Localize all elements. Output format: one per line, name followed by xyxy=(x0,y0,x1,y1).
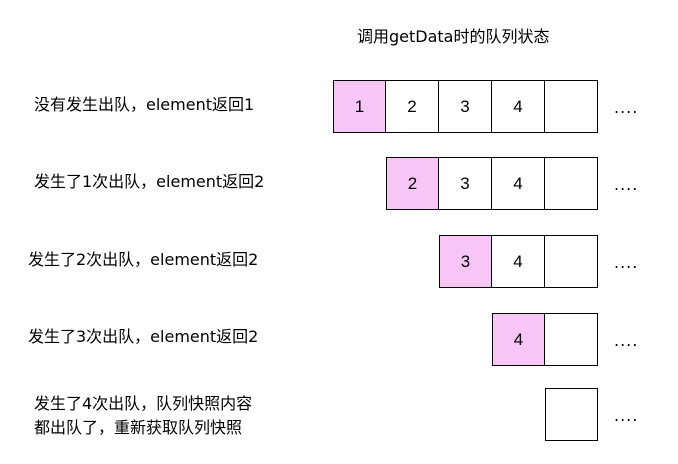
ellipsis: .... xyxy=(614,253,639,272)
queue-cell-head: 3 xyxy=(439,235,492,288)
queue-cell: 4 xyxy=(492,235,545,288)
queue-cell xyxy=(545,235,598,288)
row-label-line: 都出队了，重新获取队列快照 xyxy=(34,418,243,437)
diagram-title: 调用getData时的队列状态 xyxy=(357,27,550,46)
queue-cell xyxy=(545,313,598,366)
queue-cell xyxy=(545,157,598,210)
row-label: 发生了4次出队，队列快照内容都出队了，重新获取队列快照 xyxy=(34,392,252,440)
row-label: 没有发生出队，element返回1 xyxy=(34,93,254,117)
row-label-line: 没有发生出队，element返回1 xyxy=(34,95,255,114)
queue-cell-head: 1 xyxy=(333,80,386,133)
queue-cell: 2 xyxy=(386,80,439,133)
ellipsis: .... xyxy=(614,98,639,117)
row-label: 发生了2次出队，element返回2 xyxy=(28,248,258,272)
row-label-line: 发生了4次出队，队列快照内容 xyxy=(34,394,253,413)
row-label: 发生了1次出队，element返回2 xyxy=(34,170,264,194)
queue-cell: 4 xyxy=(492,80,545,133)
row-label-line: 发生了1次出队，element返回2 xyxy=(34,172,265,191)
row-label-line: 发生了3次出队，element返回2 xyxy=(28,327,259,346)
queue-cell xyxy=(545,80,598,133)
ellipsis: .... xyxy=(614,175,639,194)
queue-cell-head: 2 xyxy=(386,157,439,210)
queue-cell: 3 xyxy=(439,80,492,133)
ellipsis: .... xyxy=(614,331,639,350)
queue-cell-head: 4 xyxy=(492,313,545,366)
row-label-line: 发生了2次出队，element返回2 xyxy=(28,250,259,269)
queue-cell: 3 xyxy=(439,157,492,210)
row-label: 发生了3次出队，element返回2 xyxy=(28,325,258,349)
queue-cell xyxy=(545,388,598,441)
ellipsis: .... xyxy=(614,406,639,425)
queue-cell: 4 xyxy=(492,157,545,210)
